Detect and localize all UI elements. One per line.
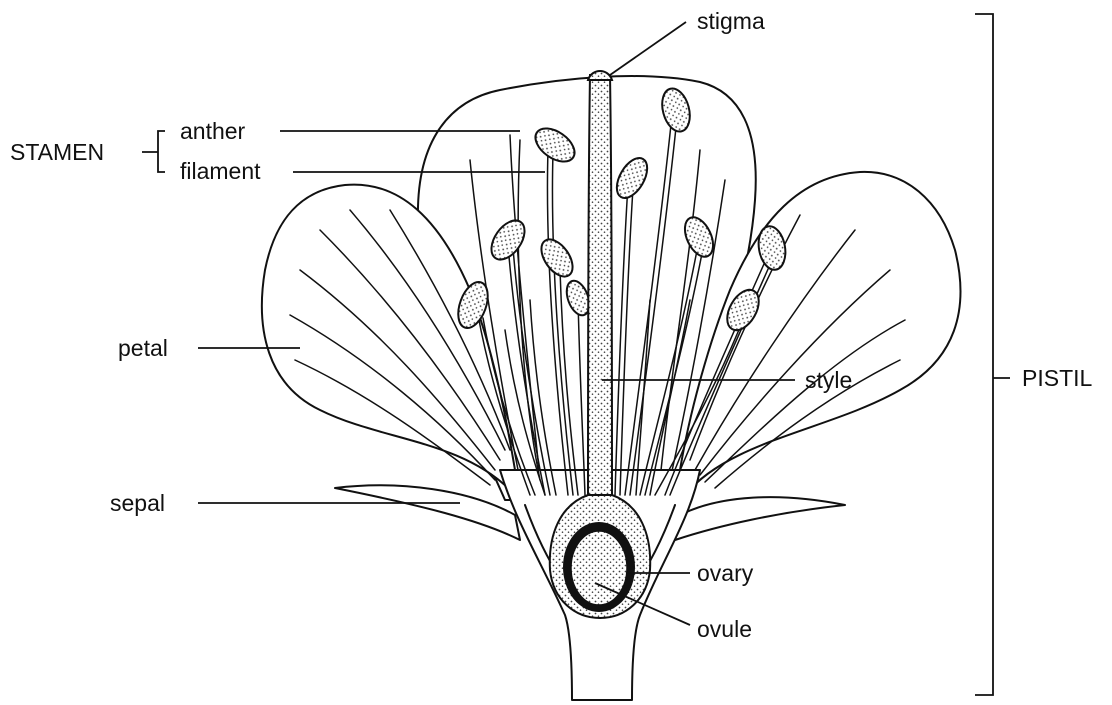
label-anther: anther	[180, 118, 246, 144]
pistil-bracket	[975, 14, 1010, 695]
label-filament: filament	[180, 158, 261, 184]
style-stalk	[588, 75, 612, 500]
label-sepal: sepal	[110, 490, 165, 516]
stigma-tip	[588, 71, 612, 80]
label-pistil: PISTIL	[1022, 365, 1093, 391]
label-petal: petal	[118, 335, 168, 361]
label-stamen: STAMEN	[10, 139, 104, 165]
label-stigma: stigma	[697, 8, 765, 34]
stamen-bracket	[142, 131, 165, 172]
label-ovary: ovary	[697, 560, 754, 586]
stigma-leader	[610, 22, 686, 75]
label-style: style	[805, 367, 852, 393]
label-ovule: ovule	[697, 616, 752, 642]
